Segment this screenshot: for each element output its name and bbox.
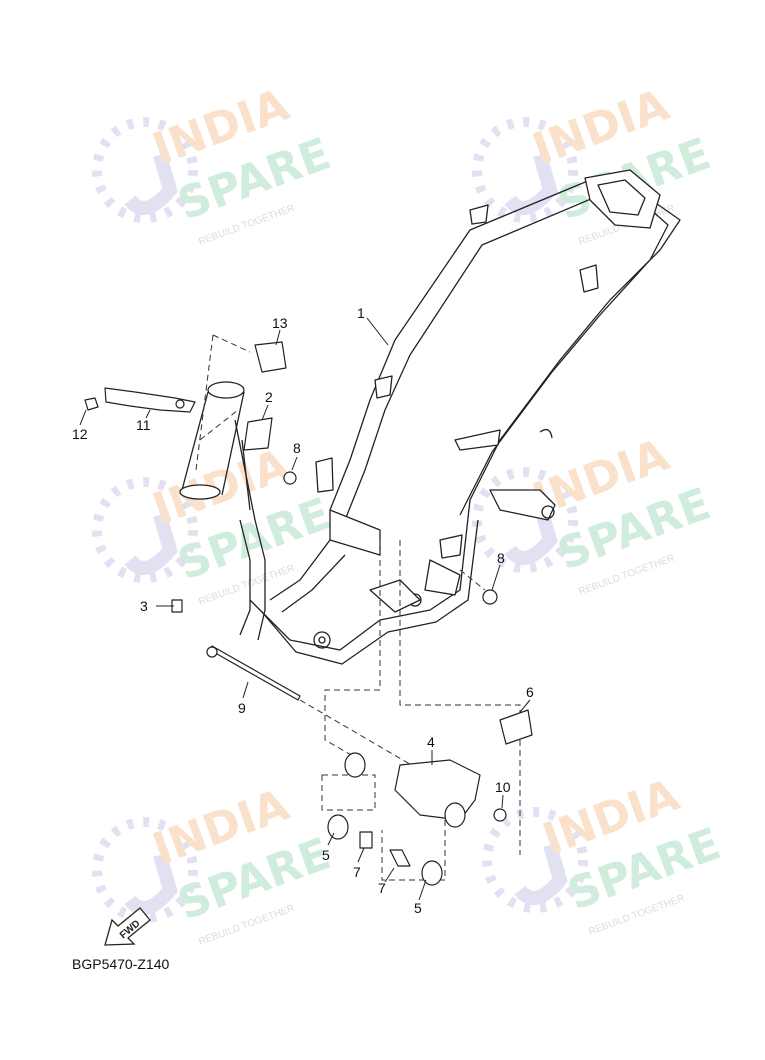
callout-3: 3 [140, 598, 148, 614]
part-6-rubber [499, 709, 533, 745]
watermark-logo: INDIA SPARE REBUILD TOGETHER [472, 79, 717, 248]
part-8-nut [283, 471, 297, 485]
callout-11: 11 [136, 417, 151, 433]
callout-10: 10 [495, 779, 511, 795]
callout-9: 9 [238, 700, 246, 716]
callout-13: 13 [272, 315, 288, 331]
part-11-bracket [104, 387, 196, 413]
callout-7b: 7 [378, 880, 386, 896]
part-9-bolt [209, 645, 301, 701]
callout-1: 1 [357, 305, 365, 321]
leader-lines [79, 317, 531, 901]
part-2-label [243, 417, 273, 451]
fwd-arrow-icon: FWD [104, 907, 151, 946]
watermark-logo: INDIA SPARE REBUILD TOGETHER [92, 439, 337, 608]
part-5-bush [327, 814, 349, 840]
callout-2: 2 [265, 389, 273, 405]
callouts: 1 2 3 4 5 5 6 7 7 8 8 9 10 11 12 13 [72, 305, 534, 916]
part-5-bush [421, 860, 443, 886]
watermark-logo: INDIA SPARE REBUILD TOGETHER [92, 79, 337, 248]
main-frame [179, 169, 681, 665]
part-10-nut [493, 808, 507, 822]
part-13-clip [254, 341, 287, 373]
watermark-logo: INDIA SPARE REBUILD TOGETHER [482, 769, 727, 938]
part-4-engine-bracket [394, 759, 481, 821]
part-7-bolt [359, 831, 373, 849]
part-8-nut [482, 589, 498, 605]
parts [84, 341, 533, 886]
callout-5a: 5 [322, 847, 330, 863]
watermark-logo: INDIA SPARE REBUILD TOGETHER [472, 429, 717, 598]
callout-8b: 8 [497, 550, 505, 566]
callout-8a: 8 [293, 440, 301, 456]
part-12-nut [84, 397, 99, 411]
callout-4: 4 [427, 734, 435, 750]
callout-5b: 5 [414, 900, 422, 916]
diagram-code: BGP5470-Z140 [72, 956, 170, 972]
callout-7a: 7 [353, 864, 361, 880]
callout-12: 12 [72, 426, 88, 442]
callout-6: 6 [526, 684, 534, 700]
part-7-bolt [389, 849, 411, 867]
